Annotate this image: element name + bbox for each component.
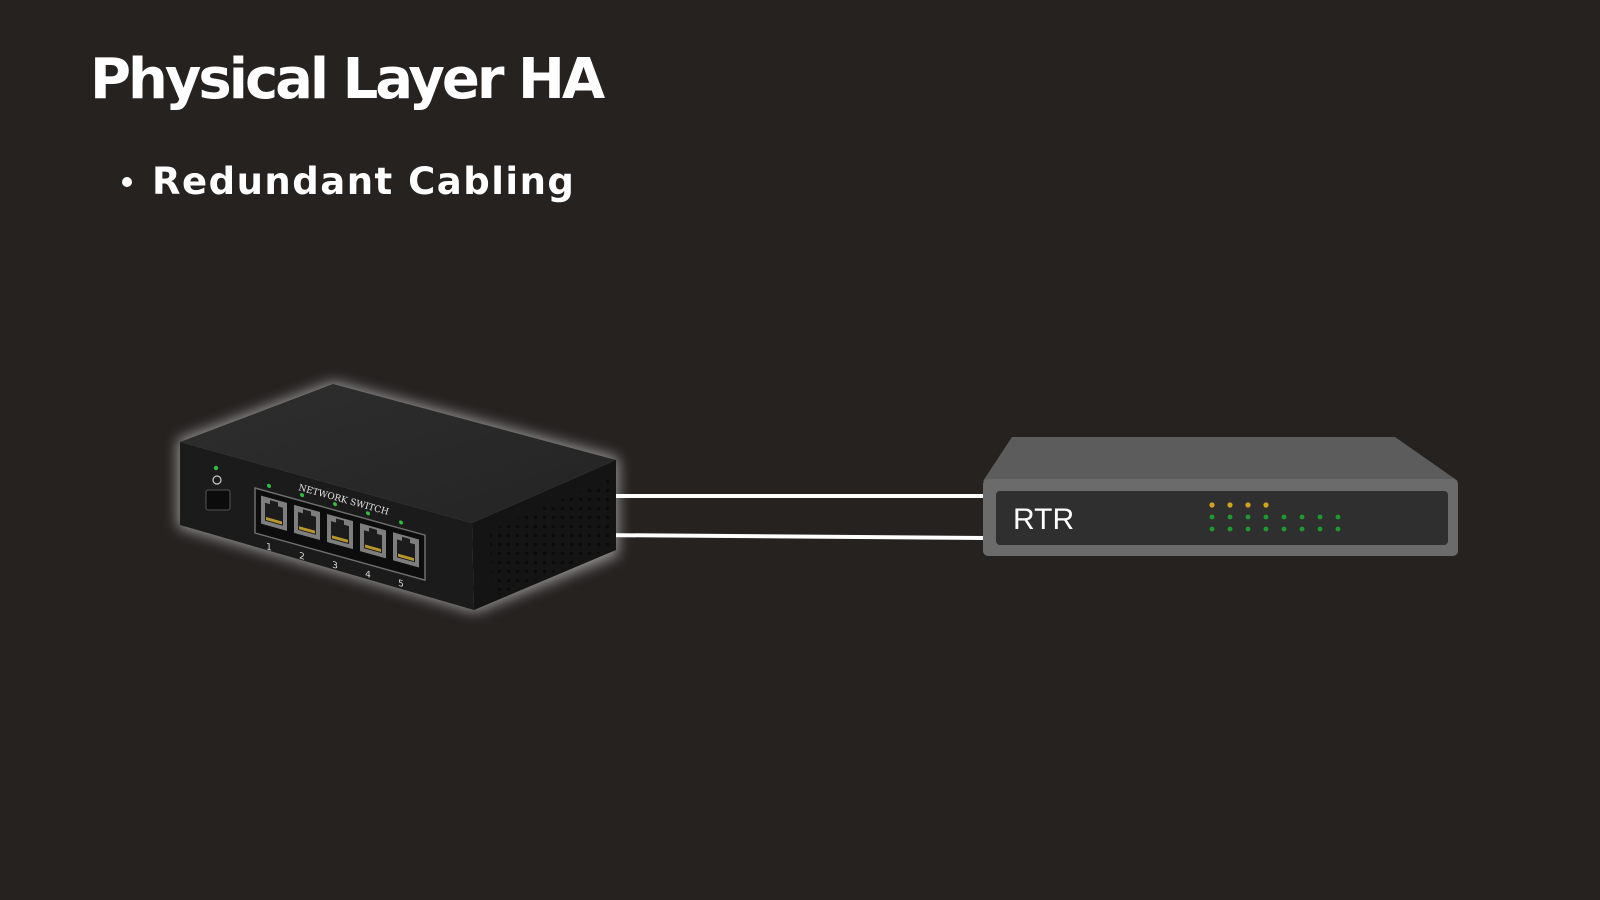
led-green <box>1281 514 1287 520</box>
router-top <box>983 437 1458 481</box>
led-amber <box>1245 502 1251 508</box>
switch-top <box>180 384 616 523</box>
led-green <box>1299 514 1305 520</box>
led-green <box>1335 514 1341 520</box>
ethernet-port <box>327 513 353 550</box>
led-amber <box>1263 502 1269 508</box>
port-bay: 1 2 3 4 5 <box>254 483 426 590</box>
led-amber <box>1209 502 1215 508</box>
cable-2 <box>594 533 986 540</box>
port-number: 5 <box>398 578 404 590</box>
port-led <box>267 483 271 488</box>
port-number: 3 <box>332 560 338 572</box>
led-green <box>1299 526 1305 532</box>
led-green <box>1245 526 1251 532</box>
led-green <box>1227 514 1233 520</box>
led-green <box>1263 514 1269 520</box>
led-green <box>1281 526 1287 532</box>
port-led <box>399 520 403 525</box>
router: RTR <box>983 437 1458 556</box>
port-led <box>366 511 370 516</box>
switch-vents <box>490 478 612 598</box>
bullet-dot <box>122 177 132 188</box>
led-green <box>1245 514 1251 520</box>
power-switch <box>205 489 231 511</box>
port-number: 1 <box>266 541 272 553</box>
ethernet-port <box>360 523 386 559</box>
power-icon <box>212 475 222 485</box>
port-led <box>300 492 304 498</box>
bullet-text: Redundant Cabling <box>152 160 576 203</box>
led-green <box>1263 526 1269 532</box>
ethernet-port <box>393 532 419 568</box>
port-number: 2 <box>299 550 305 562</box>
port-number: 4 <box>365 569 371 581</box>
led-green <box>1317 526 1323 532</box>
led-amber <box>1227 502 1233 508</box>
bullet-list: Redundant Cabling <box>122 160 575 204</box>
ethernet-port <box>294 504 320 541</box>
slide-title: Physical Layer HA <box>90 47 605 112</box>
bullet-item: Redundant Cabling <box>122 160 575 204</box>
router-panel <box>996 491 1448 545</box>
redundant-cables <box>594 494 986 540</box>
led-green <box>1227 526 1233 532</box>
port-led <box>333 502 337 507</box>
router-leds <box>1209 502 1341 532</box>
led-green <box>1209 526 1215 532</box>
power-led <box>213 465 219 471</box>
network-switch: 1 2 3 4 5 NETWORK SWITCH <box>178 382 618 612</box>
led-green <box>1317 514 1323 520</box>
router-label: RTR <box>1013 503 1074 536</box>
led-green <box>1209 514 1215 520</box>
ethernet-port <box>261 495 287 531</box>
led-green <box>1335 526 1341 532</box>
